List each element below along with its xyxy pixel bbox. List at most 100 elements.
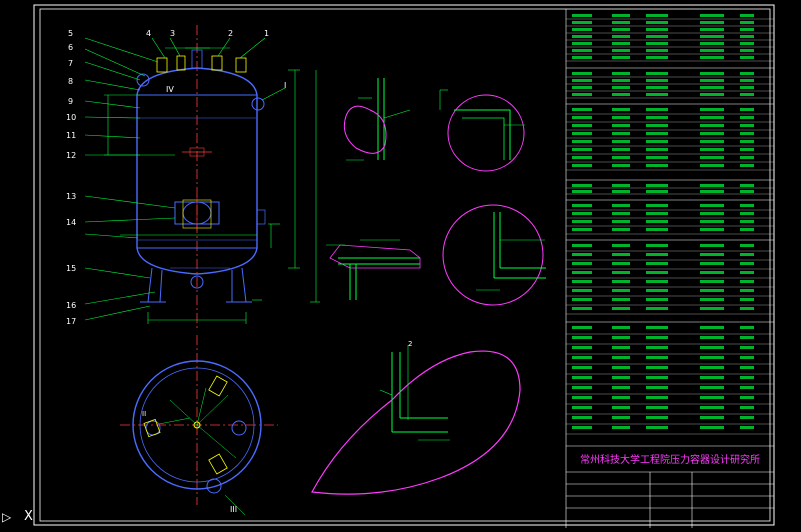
table-cell-glyphs: [572, 280, 592, 283]
table-cell-glyphs: [646, 140, 668, 143]
table-cell-glyphs: [572, 426, 592, 429]
table-cell-glyphs: [572, 204, 592, 207]
title-block-cells: [566, 472, 774, 528]
table-cell-glyphs: [572, 190, 592, 193]
table-cell-glyphs: [612, 49, 630, 52]
leader-label-15: 15: [66, 264, 76, 273]
table-cell-glyphs: [646, 356, 668, 359]
table-cell-glyphs: [700, 262, 724, 265]
table-cell-glyphs: [572, 416, 592, 419]
table-cell-glyphs: [700, 212, 724, 215]
table-cell-glyphs: [646, 416, 668, 419]
leader-label-11: 11: [66, 131, 76, 140]
table-cell-glyphs: [700, 116, 724, 119]
table-cell-glyphs: [572, 376, 592, 379]
detail-2: 2: [311, 340, 521, 495]
table-cell-glyphs: [612, 366, 630, 369]
table-cell-glyphs: [700, 386, 724, 389]
table-cell-glyphs: [646, 346, 668, 349]
table-cell-glyphs: [572, 86, 592, 89]
table-cell-glyphs: [700, 298, 724, 301]
leader-label-8: 8: [68, 77, 73, 86]
outer-frame: [33, 4, 775, 526]
table-cell-glyphs: [612, 271, 630, 274]
table-cell-glyphs: [612, 262, 630, 265]
table-cell-glyphs: [646, 79, 668, 82]
table-cell-glyphs: [572, 228, 592, 231]
table-cell-glyphs: [612, 72, 630, 75]
table-cell-glyphs: [572, 164, 592, 167]
table-cell-glyphs: [612, 14, 630, 17]
table-cell-glyphs: [700, 426, 724, 429]
table-cell-glyphs: [740, 184, 754, 187]
table-cell-glyphs: [612, 140, 630, 143]
view-label-iii: III: [230, 505, 237, 514]
table-cell-glyphs: [646, 132, 668, 135]
table-cell-glyphs: [612, 116, 630, 119]
table-cell-glyphs: [700, 289, 724, 292]
table-cell-glyphs: [646, 220, 668, 223]
leader-label-4: 4: [146, 29, 151, 38]
table-cell-glyphs: [646, 156, 668, 159]
table-cell-glyphs: [646, 28, 668, 31]
detail-iii: [326, 239, 421, 300]
table-cell-glyphs: [572, 184, 592, 187]
inner-frame: [39, 8, 771, 522]
table-cell-glyphs: [740, 262, 754, 265]
table-cell-glyphs: [612, 21, 630, 24]
table-cell-glyphs: [740, 356, 754, 359]
table-cell-glyphs: [646, 336, 668, 339]
table-cell-glyphs: [700, 336, 724, 339]
table-cell-glyphs: [612, 148, 630, 151]
table-cell-glyphs: [700, 42, 724, 45]
table-cell-glyphs: [700, 164, 724, 167]
table-cell-glyphs: [646, 289, 668, 292]
table-cell-glyphs: [740, 336, 754, 339]
table-cell-glyphs: [572, 124, 592, 127]
table-cell-glyphs: [646, 14, 668, 17]
table-cell-glyphs: [740, 228, 754, 231]
spec-tables: [565, 9, 774, 528]
table-cell-glyphs: [646, 35, 668, 38]
leader-label-13: 13: [66, 192, 76, 201]
leader-label-2: 2: [228, 29, 233, 38]
table-cell-glyphs: [646, 42, 668, 45]
table-cell-glyphs: [612, 336, 630, 339]
table-cell-glyphs: [572, 116, 592, 119]
table-cell-glyphs: [646, 56, 668, 59]
table-cell-glyphs: [700, 204, 724, 207]
close-icon[interactable]: X: [24, 509, 33, 524]
table-cell-glyphs: [572, 93, 592, 96]
table-cell-glyphs: [740, 79, 754, 82]
table-cell-glyphs: [646, 49, 668, 52]
view-label-ii: II: [142, 410, 146, 418]
table-cell-glyphs: [700, 72, 724, 75]
table-cell-glyphs: [740, 108, 754, 111]
leader-label-1: 1: [264, 29, 269, 38]
table-cell-glyphs: [740, 386, 754, 389]
table-cell-glyphs: [612, 228, 630, 231]
table-cell-glyphs: [740, 86, 754, 89]
table-cell-glyphs: [612, 212, 630, 215]
table-cell-glyphs: [700, 21, 724, 24]
table-cell-glyphs: [740, 56, 754, 59]
table-cell-glyphs: [700, 79, 724, 82]
table-cell-glyphs: [572, 140, 592, 143]
table-cell-glyphs: [572, 220, 592, 223]
table-cell-glyphs: [700, 356, 724, 359]
table-rows: [566, 14, 774, 435]
table-cell-glyphs: [646, 72, 668, 75]
table-cell-glyphs: [740, 156, 754, 159]
table-cell-glyphs: [740, 204, 754, 207]
leader-label-9: 9: [68, 97, 73, 106]
leader-label-10: 10: [66, 113, 76, 122]
top-view: II III: [120, 335, 278, 516]
table-cell-glyphs: [572, 406, 592, 409]
table-cell-glyphs: [646, 307, 668, 310]
table-cell-glyphs: [572, 346, 592, 349]
table-cell-glyphs: [646, 93, 668, 96]
table-cell-glyphs: [700, 220, 724, 223]
table-cell-glyphs: [700, 124, 724, 127]
detail-2-label: 2: [408, 340, 412, 348]
